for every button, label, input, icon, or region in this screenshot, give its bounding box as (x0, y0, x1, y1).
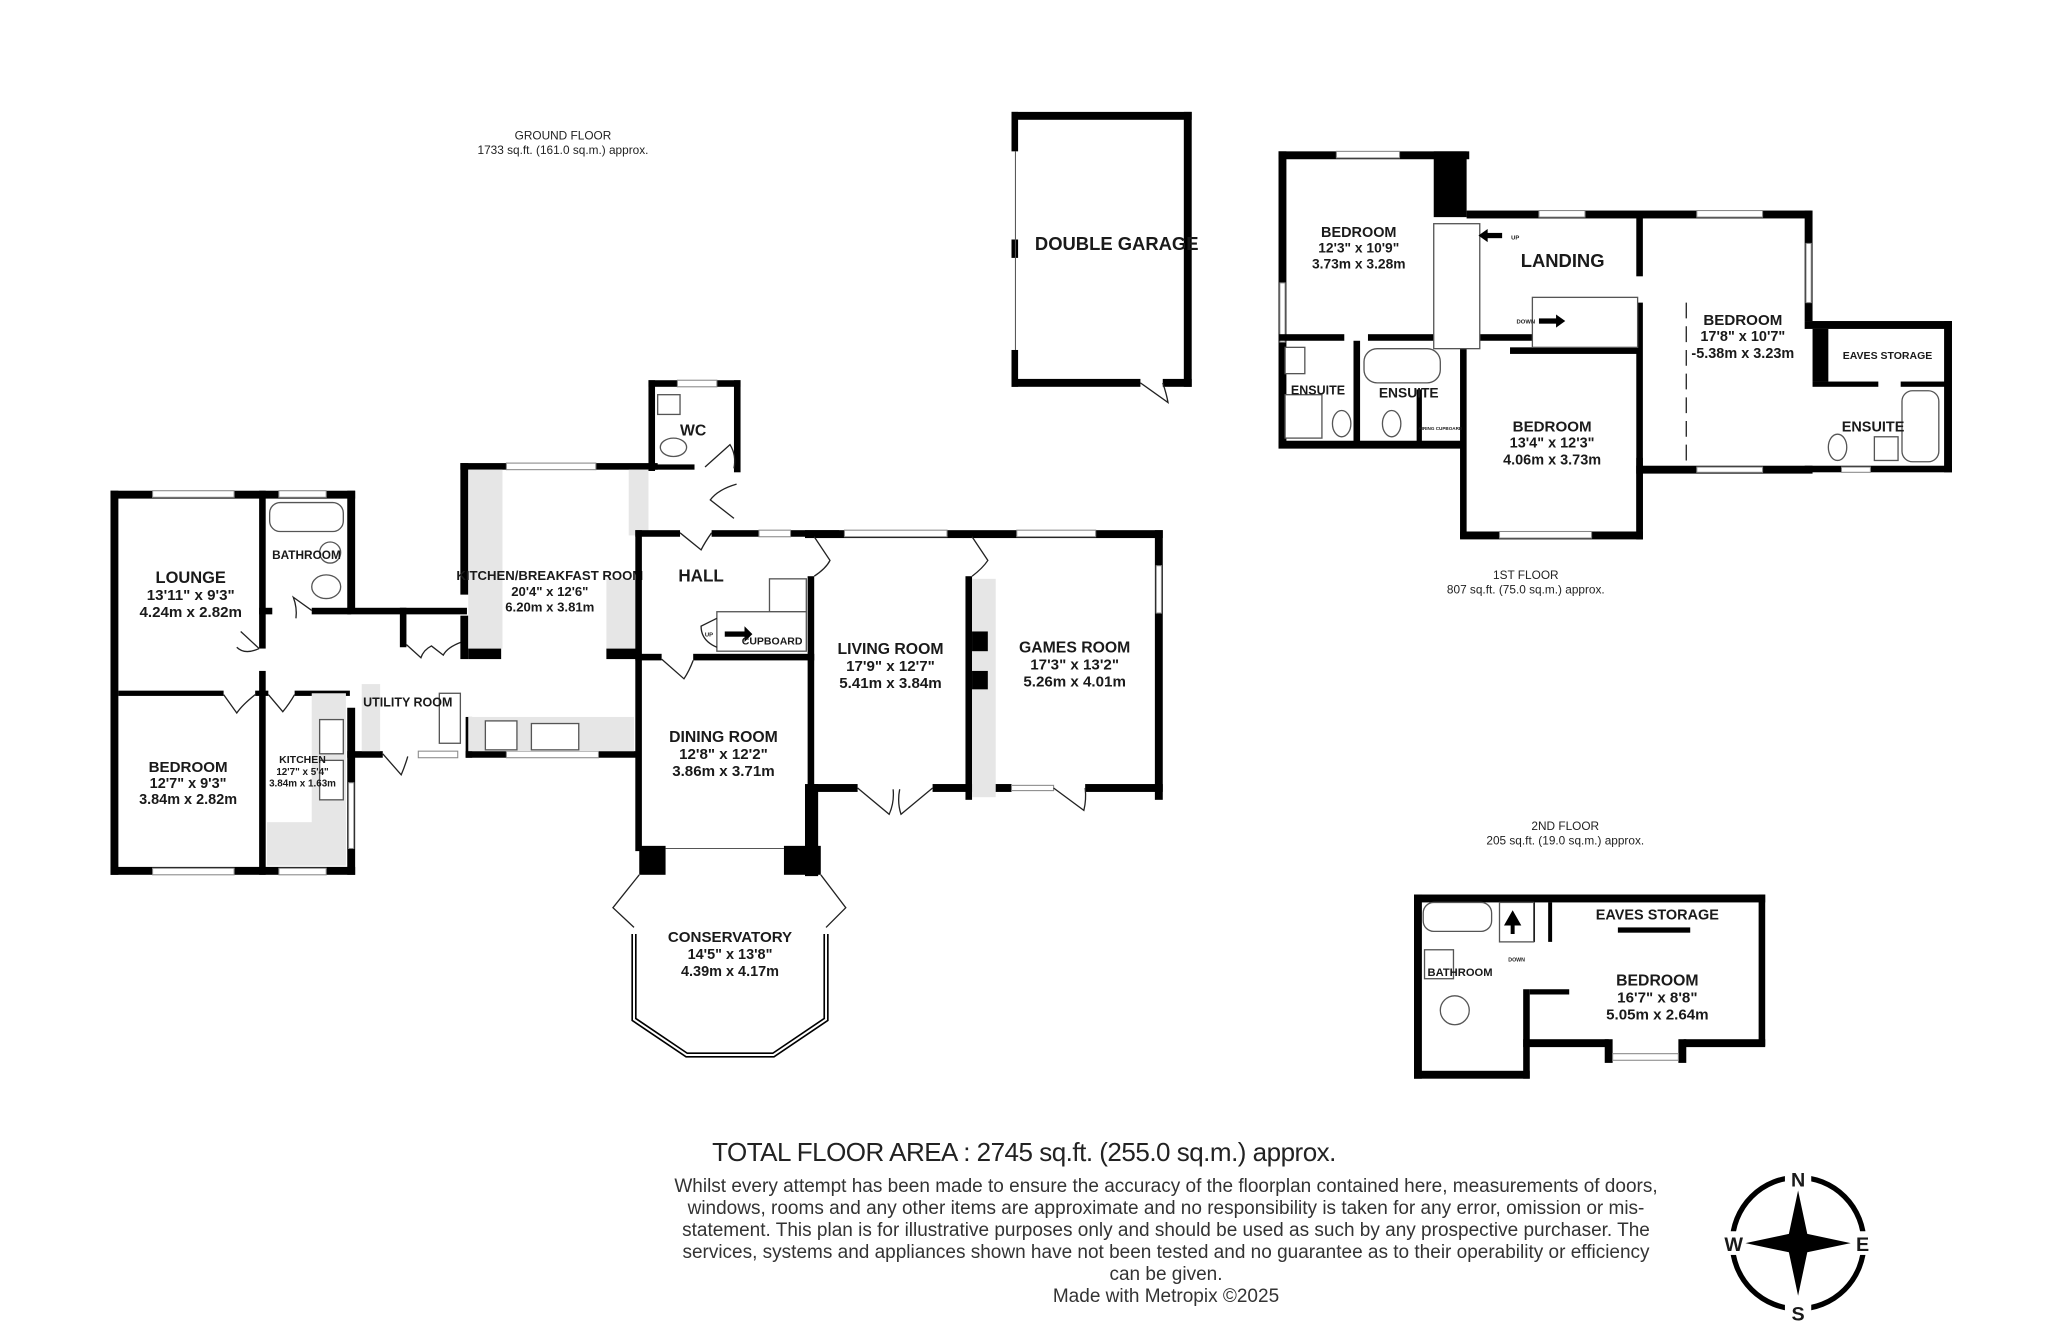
room-dims-metric: 3.86m x 3.71m (672, 763, 774, 780)
room-dims-imperial: 12'7" x 5'4" (276, 767, 329, 778)
room-dims-metric: 4.39m x 4.17m (681, 964, 779, 980)
room-label-airing-cupboard: AIRING CUPBOARD (1418, 426, 1463, 431)
room-dims-imperial: 17'8" x 10'7" (1700, 329, 1785, 345)
first-floor-plan: BEDROOM 12'3" x 10'9" 3.73m x 3.28m LAND… (1278, 150, 1952, 540)
room-dims-metric: 5.41m x 3.84m (839, 675, 941, 692)
compass-south: S (1792, 1304, 1805, 1326)
room-label-bedroom: BEDROOM (1321, 225, 1396, 241)
room-label-dining-room: DINING ROOM (669, 729, 778, 746)
room-label-kitchen: KITCHEN (279, 754, 326, 766)
second-floor-caption: 2ND FLOOR 205 sq.ft. (19.0 sq.m.) approx… (1486, 819, 1644, 847)
compass-rose-icon: N S E W (1721, 1166, 1875, 1326)
room-label-games-room: GAMES ROOM (1019, 640, 1130, 657)
disclaimer: Whilst every attempt has been made to en… (666, 1176, 1666, 1308)
room-dims-metric: 4.06m x 3.73m (1503, 452, 1601, 468)
room-dims-imperial: 16'7" x 8'8" (1617, 989, 1697, 1006)
room-dims-imperial: 12'8" x 12'2" (679, 746, 768, 763)
room-dims-imperial: 17'3" x 13'2" (1030, 657, 1119, 674)
ground-floor-west-wing: LOUNGE 13'11" x 9'3" 4.24m x 2.82m BEDRO… (110, 490, 356, 876)
ground-floor-utility: UTILITY ROOM (347, 607, 473, 777)
room-label-landing: LANDING (1521, 250, 1605, 271)
made-with-credit: Made with Metropix ©2025 (1052, 1286, 1280, 1307)
ground-floor-reception-rooms: DINING ROOM 12'8" x 12'2" 3.86m x 3.71m … (639, 529, 1163, 877)
disclaimer-text: Whilst every attempt has been made to en… (674, 1176, 1658, 1285)
room-label-wc: WC (680, 422, 706, 439)
floor-name: GROUND FLOOR (515, 129, 612, 143)
room-dims-imperial: 14'5" x 13'8" (688, 947, 773, 963)
room-dims-metric: -5.38m x 3.23m (1691, 346, 1794, 362)
total-floor-area: TOTAL FLOOR AREA : 2745 sq.ft. (255.0 sq… (712, 1137, 1336, 1167)
room-label-cupboard: CUPBOARD (742, 636, 803, 648)
room-dims-imperial: 20'4" x 12'6" (511, 584, 588, 599)
compass-east: E (1856, 1234, 1869, 1256)
ground-floor-conservatory: CONSERVATORY 14'5" x 13'8" 4.39m x 4.17m (612, 874, 847, 1058)
floor-area: 807 sq.ft. (75.0 sq.m.) approx. (1447, 582, 1605, 596)
room-label-bedroom: BEDROOM (1703, 312, 1782, 329)
room-label-bedroom: BEDROOM (1616, 972, 1698, 989)
second-floor-plan: EAVES STORAGE BATHROOM DOWN BEDROOM 16'7… (1414, 894, 1766, 1079)
floor-name: 1ST FLOOR (1493, 568, 1559, 582)
room-label-ensuite: ENSUITE (1379, 384, 1439, 400)
ground-floor-kitchen-breakfast: KITCHEN/BREAKFAST ROOM 20'4" x 12'6" 6.2… (456, 462, 658, 759)
room-dims-metric: 3.84m x 1.63m (269, 779, 336, 790)
room-dims-metric: 5.26m x 4.01m (1023, 674, 1125, 691)
room-label-hall: HALL (678, 566, 724, 585)
double-garage: DOUBLE GARAGE (1011, 111, 1199, 405)
first-floor-caption: 1ST FLOOR 807 sq.ft. (75.0 sq.m.) approx… (1447, 568, 1605, 596)
compass-west: W (1724, 1234, 1743, 1256)
floor-area: 1733 sq.ft. (161.0 sq.m.) approx. (477, 143, 648, 157)
stairs-up-label: UP (705, 633, 713, 639)
room-label-conservatory: CONSERVATORY (668, 929, 792, 946)
room-label-ensuite: ENSUITE (1291, 384, 1345, 398)
room-label-living-room: LIVING ROOM (837, 641, 943, 658)
stairs-down-label: DOWN (1508, 958, 1525, 964)
ground-floor-caption: GROUND FLOOR 1733 sq.ft. (161.0 sq.m.) a… (477, 129, 648, 157)
room-label-kitchen-breakfast-room: KITCHEN/BREAKFAST ROOM (456, 568, 643, 583)
room-label-bathroom: BATHROOM (1428, 967, 1493, 979)
room-label-ensuite: ENSUITE (1842, 420, 1905, 436)
room-label-double-garage: DOUBLE GARAGE (1035, 233, 1199, 254)
room-dims-metric: 3.73m x 3.28m (1312, 255, 1406, 271)
room-dims-metric: 3.84m x 2.82m (139, 792, 237, 808)
room-dims-imperial: 12'3" x 10'9" (1318, 240, 1399, 256)
room-dims-metric: 5.05m x 2.64m (1606, 1006, 1708, 1023)
compass-north: N (1791, 1170, 1805, 1192)
room-label-eaves-storage: EAVES STORAGE (1843, 350, 1933, 362)
room-label-eaves-storage: EAVES STORAGE (1596, 908, 1720, 924)
room-dims-metric: 6.20m x 3.81m (505, 600, 594, 615)
room-dims-metric: 4.24m x 2.82m (139, 604, 241, 621)
stairs-up-label: UP (1511, 235, 1519, 241)
room-dims-imperial: 17'9" x 12'7" (846, 658, 935, 675)
floor-area: 205 sq.ft. (19.0 sq.m.) approx. (1486, 834, 1644, 848)
room-dims-imperial: 12'7" x 9'3" (150, 776, 227, 792)
ground-floor-wc-hall: WC HALL CUPBOARD UP (635, 379, 840, 852)
room-label-bathroom: BATHROOM (272, 548, 341, 562)
room-label-bedroom: BEDROOM (149, 759, 228, 776)
room-label-utility-room: UTILITY ROOM (363, 695, 452, 709)
floor-name: 2ND FLOOR (1531, 819, 1599, 833)
room-dims-imperial: 13'11" x 9'3" (147, 587, 235, 604)
room-dims-imperial: 13'4" x 12'3" (1510, 435, 1595, 451)
room-label-bedroom: BEDROOM (1513, 419, 1592, 436)
stairs-down-label: DOWN (1516, 320, 1535, 326)
room-label-lounge: LOUNGE (156, 569, 226, 587)
